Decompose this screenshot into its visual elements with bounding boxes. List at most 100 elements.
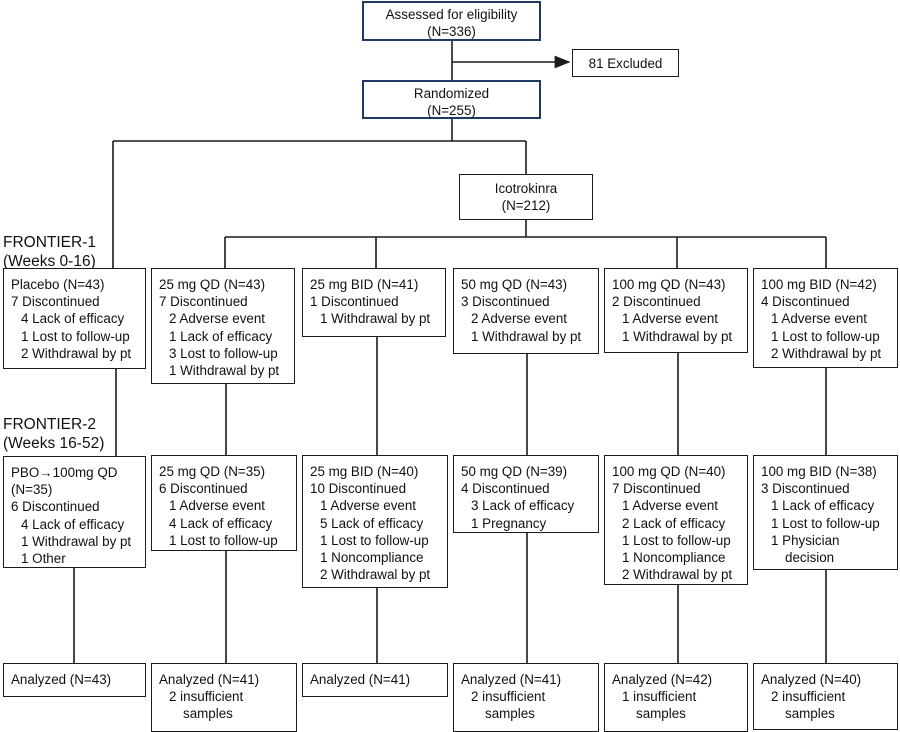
- arm-discontinued: 6 Discontinued: [11, 499, 100, 515]
- arm-reason: 1 Other: [21, 551, 66, 567]
- arm-reason: 1 Withdrawal by pt: [169, 363, 280, 379]
- analyzed-title: Analyzed (N=41): [159, 672, 260, 687]
- analyzed-note: samples: [183, 706, 233, 722]
- f2-arm-pbo-100mg-qd: PBO→100mg QD (N=35) 6 Discontinued 4 Lac…: [3, 456, 146, 568]
- arm-title: PBO→100mg QD: [11, 465, 118, 480]
- phase-1-title: FRONTIER-1: [3, 234, 96, 251]
- randomized-box: Randomized (N=255): [362, 80, 541, 119]
- arm-reason: 1 Lost to follow-up: [771, 328, 880, 344]
- arm-discontinued: 4 Discontinued: [461, 481, 550, 497]
- arm-reason: 1 Withdrawal by pt: [471, 328, 582, 344]
- arm-discontinued: 4 Discontinued: [761, 294, 850, 310]
- arm-reason-cont: decision: [785, 550, 835, 566]
- arm-discontinued: 3 Discontinued: [461, 294, 550, 310]
- arm-reason: 2 Withdrawal by pt: [622, 567, 733, 583]
- arm-reason: 1 Lack of efficacy: [169, 328, 273, 344]
- analyzed-placebo: Analyzed (N=43): [3, 663, 146, 697]
- analyzed-note: samples: [785, 706, 835, 722]
- analyzed-title: Analyzed (N=40): [761, 672, 862, 687]
- arm-discontinued: 1 Discontinued: [310, 294, 399, 310]
- arm-title: 100 mg BID (N=42): [761, 277, 877, 292]
- arm-title: 50 mg QD (N=39): [461, 464, 568, 479]
- arm-reason: 1 Adverse event: [771, 311, 868, 327]
- phase-2-weeks: (Weeks 16-52): [3, 435, 105, 452]
- analyzed-50mg-qd: Analyzed (N=41) 2 insufficient samples: [453, 663, 599, 732]
- arm-reason: 1 Lost to follow-up: [320, 532, 429, 548]
- arm-reason: 5 Lack of efficacy: [320, 515, 424, 531]
- arm-title: 25 mg QD (N=35): [159, 464, 266, 479]
- arm-reason: 3 Lack of efficacy: [471, 498, 575, 514]
- arm-discontinued: 2 Discontinued: [612, 294, 701, 310]
- arm-title: 25 mg QD (N=43): [159, 277, 266, 292]
- arm-title-n: (N=35): [11, 482, 53, 498]
- f2-arm-50mg-qd: 50 mg QD (N=39) 4 Discontinued 3 Lack of…: [453, 455, 599, 533]
- arm-reason: 1 Withdrawal by pt: [320, 311, 431, 327]
- analyzed-25mg-qd: Analyzed (N=41) 2 insufficient samples: [151, 663, 297, 732]
- analyzed-note: samples: [485, 706, 535, 722]
- arm-reason: 1 Lost to follow-up: [21, 328, 130, 344]
- arm-reason: 1 Lack of efficacy: [771, 498, 875, 514]
- arm-reason: 2 Lack of efficacy: [622, 515, 726, 531]
- f2-arm-25mg-qd: 25 mg QD (N=35) 6 Discontinued 1 Adverse…: [151, 455, 297, 551]
- arm-reason: 1 Lost to follow-up: [771, 515, 880, 531]
- analyzed-note: 1 insufficient: [622, 689, 697, 705]
- arm-discontinued: 6 Discontinued: [159, 481, 248, 497]
- randomized-n: (N=255): [427, 103, 476, 119]
- icotrokinra-box: Icotrokinra (N=212): [459, 174, 593, 220]
- analyzed-title: Analyzed (N=41): [310, 672, 411, 687]
- arm-reason: 1 Adverse event: [169, 498, 266, 514]
- arm-reason: 2 Withdrawal by pt: [320, 567, 431, 583]
- arm-reason: 4 Lack of efficacy: [21, 516, 125, 532]
- assessed-n: (N=336): [427, 24, 476, 40]
- f1-arm-placebo: Placebo (N=43) 7 Discontinued 4 Lack of …: [3, 268, 146, 369]
- arm-reason: 3 Lost to follow-up: [169, 345, 278, 361]
- arm-discontinued: 3 Discontinued: [761, 481, 850, 497]
- phase-1-weeks: (Weeks 0-16): [3, 253, 96, 270]
- arm-title: 100 mg BID (N=38): [761, 464, 877, 479]
- icotrokinra-n: (N=212): [501, 198, 551, 214]
- arm-discontinued: 7 Discontinued: [159, 294, 248, 310]
- analyzed-25mg-bid: Analyzed (N=41): [302, 663, 448, 697]
- f2-arm-100mg-bid: 100 mg BID (N=38) 3 Discontinued 1 Lack …: [753, 455, 898, 570]
- arm-reason: 1 Adverse event: [622, 311, 719, 327]
- analyzed-100mg-qd: Analyzed (N=42) 1 insufficient samples: [604, 663, 748, 732]
- f1-arm-25mg-bid: 25 mg BID (N=41) 1 Discontinued 1 Withdr…: [302, 268, 446, 337]
- arm-discontinued: 7 Discontinued: [11, 294, 100, 310]
- analyzed-note: 2 insufficient: [771, 689, 846, 705]
- arm-title: 50 mg QD (N=43): [461, 277, 568, 292]
- analyzed-note: 2 insufficient: [169, 689, 244, 705]
- arm-title: 100 mg QD (N=40): [612, 464, 726, 479]
- analyzed-title: Analyzed (N=41): [461, 672, 562, 687]
- assessed-title: Assessed for eligibility: [385, 7, 518, 22]
- arm-reason: 2 Adverse event: [471, 311, 568, 327]
- f2-arm-100mg-qd: 100 mg QD (N=40) 7 Discontinued 1 Advers…: [604, 455, 748, 585]
- arm-reason: 1 Lost to follow-up: [169, 532, 278, 548]
- arm-title: 25 mg BID (N=41): [310, 277, 419, 292]
- arm-reason: 1 Withdrawal by pt: [622, 328, 733, 344]
- arm-reason: 1 Lost to follow-up: [622, 532, 731, 548]
- excluded-box: 81 Excluded: [572, 49, 679, 77]
- analyzed-100mg-bid: Analyzed (N=40) 2 insufficient samples: [753, 663, 898, 730]
- arm-reason: 1 Withdrawal by pt: [21, 533, 132, 549]
- arm-title: Placebo (N=43): [11, 277, 105, 292]
- phase-label-frontier-1: FRONTIER-1 (Weeks 0-16): [3, 233, 96, 271]
- arm-reason: 2 Withdrawal by pt: [771, 345, 882, 361]
- phase-2-title: FRONTIER-2: [3, 416, 96, 433]
- arm-reason: 4 Lack of efficacy: [21, 311, 125, 327]
- phase-label-frontier-2: FRONTIER-2 (Weeks 16-52): [3, 415, 104, 453]
- assessed-box: Assessed for eligibility (N=336): [362, 1, 541, 41]
- arm-title: 100 mg QD (N=43): [612, 277, 726, 292]
- arm-title: 25 mg BID (N=40): [310, 464, 419, 479]
- arm-reason: 1 Physician: [771, 532, 840, 548]
- f1-arm-100mg-bid: 100 mg BID (N=42) 4 Discontinued 1 Adver…: [753, 268, 898, 368]
- arm-reason: 2 Adverse event: [169, 311, 266, 327]
- arm-reason: 1 Noncompliance: [320, 550, 424, 566]
- randomized-title: Randomized: [413, 86, 490, 101]
- arm-reason: 1 Pregnancy: [471, 515, 547, 531]
- arm-reason: 1 Adverse event: [622, 498, 719, 514]
- analyzed-note: 2 insufficient: [471, 689, 546, 705]
- arm-reason: 1 Adverse event: [320, 498, 417, 514]
- excluded-text: 81 Excluded: [588, 56, 663, 71]
